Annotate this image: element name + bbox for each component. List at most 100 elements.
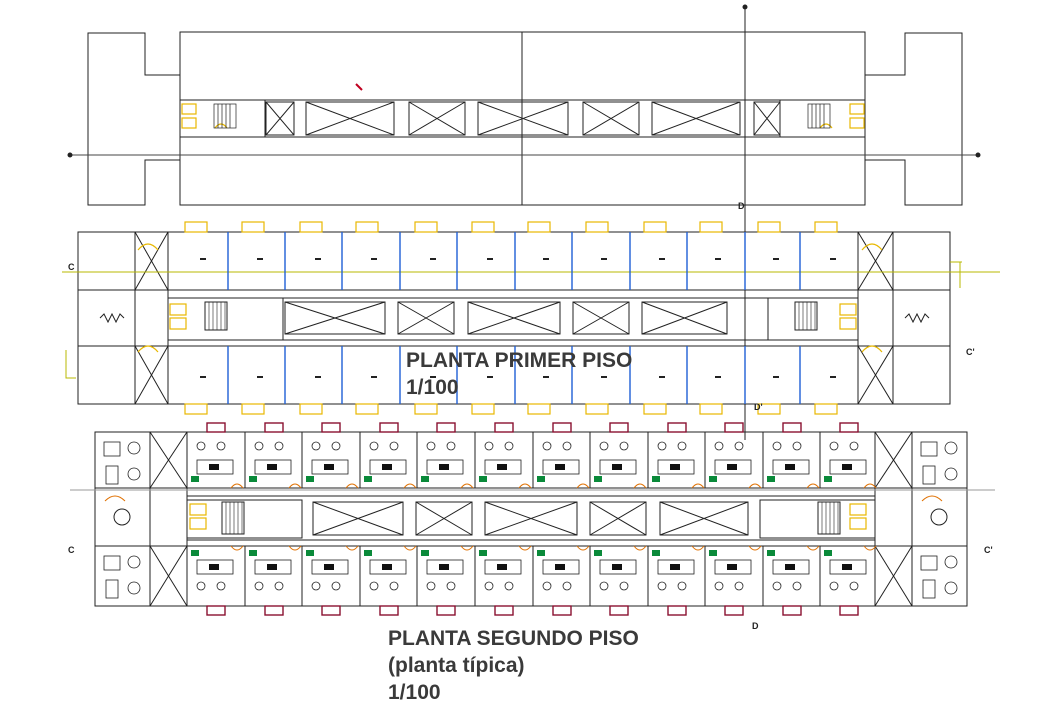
second-floor-skylight-cross	[659, 501, 749, 536]
second-floor-skylight	[484, 501, 578, 536]
second-floor-balcony	[379, 422, 399, 433]
first-floor-door	[757, 221, 781, 233]
second-floor-chair	[792, 441, 802, 451]
roof-skylight-cross	[408, 101, 466, 136]
first-floor-skylight-cross	[641, 301, 728, 335]
first-floor-mark	[315, 376, 321, 378]
first-floor-door	[241, 403, 265, 415]
first-floor-stair-door	[137, 345, 159, 353]
second-floor-door-swing	[806, 545, 820, 551]
first-floor-axis	[62, 261, 1000, 379]
second-floor-bed	[196, 559, 234, 575]
second-floor-end-bed	[922, 579, 936, 599]
second-floor-skylight	[659, 501, 749, 536]
second-floor-balcony	[436, 605, 456, 616]
second-floor-door-swing	[288, 483, 302, 489]
second-floor-bed	[311, 459, 349, 475]
first-floor-door	[814, 403, 838, 415]
second-floor-balcony	[494, 422, 514, 433]
second-floor-chair	[829, 441, 839, 451]
first-floor-spring-right	[904, 312, 930, 324]
first-floor-core-fixture	[839, 317, 857, 330]
roof-skylight	[265, 101, 295, 136]
second-floor-table	[439, 564, 449, 570]
second-floor-fixture	[479, 476, 487, 482]
second-floor-chair	[714, 441, 724, 451]
first-floor-door	[585, 221, 609, 233]
first-floor-mark	[487, 258, 493, 260]
second-floor-table	[555, 464, 565, 470]
second-floor-door-swing	[403, 545, 417, 551]
first-floor-skylight	[641, 301, 728, 335]
second-floor-chair	[446, 441, 456, 451]
first-floor-skylight	[397, 301, 455, 335]
second-floor-chair	[331, 581, 341, 591]
first-floor-door	[471, 403, 495, 415]
second-floor-bed	[484, 559, 522, 575]
second-floor-door-swing	[518, 545, 532, 551]
first-floor-skylight	[572, 301, 630, 335]
second-floor-fixture	[537, 550, 545, 556]
section-mark-d-mid: D'	[754, 402, 763, 412]
first-floor-mark	[200, 376, 206, 378]
second-floor-fixture	[421, 476, 429, 482]
first-floor-skylight-cross	[284, 301, 386, 335]
second-floor-fixture	[652, 550, 660, 556]
first-floor-title: PLANTA PRIMER PISO	[406, 349, 633, 372]
second-floor-table	[382, 464, 392, 470]
first-floor-mark	[257, 258, 263, 260]
second-floor-bed	[196, 459, 234, 475]
second-floor-table	[497, 564, 507, 570]
second-floor-bed	[829, 559, 867, 575]
second-floor-fixture	[364, 550, 372, 556]
second-floor-fixture	[594, 550, 602, 556]
section-mark-c-left-second: C	[68, 545, 75, 555]
roof-skylight-cross	[265, 101, 295, 136]
first-floor-core-fixture	[839, 303, 857, 316]
first-floor-core-fixture	[169, 303, 187, 316]
second-floor-fixture	[767, 476, 775, 482]
roof-plan	[70, 31, 978, 206]
second-floor-balcony	[552, 422, 572, 433]
second-floor-skylight-cross	[484, 501, 578, 536]
second-floor-chair	[484, 581, 494, 591]
first-floor-skylights	[284, 301, 728, 335]
roof-red-mark	[355, 83, 363, 91]
roof-skylight	[305, 101, 395, 136]
second-floor-door-swing	[576, 483, 590, 489]
section-mark-c-left-first: C	[68, 262, 75, 272]
second-floor-fixture	[364, 476, 372, 482]
first-floor-scale: 1/100	[406, 376, 459, 399]
first-floor-door	[814, 221, 838, 233]
second-floor-bed	[772, 459, 810, 475]
second-floor-balcony	[436, 422, 456, 433]
second-floor-table	[209, 564, 219, 570]
first-floor-door	[299, 221, 323, 233]
second-floor-chair	[734, 441, 744, 451]
roof-skylight	[753, 101, 781, 136]
second-floor-balcony	[206, 422, 226, 433]
first-floor-mark	[315, 258, 321, 260]
second-floor-chair	[254, 581, 264, 591]
first-floor-door	[527, 221, 551, 233]
second-floor-chair	[216, 581, 226, 591]
second-floor-chair	[426, 581, 436, 591]
second-floor-table	[555, 564, 565, 570]
second-floor-balcony	[321, 422, 341, 433]
second-floor-fixture	[537, 476, 545, 482]
first-floor-skylight-cross	[397, 301, 455, 335]
second-floor-fixture	[479, 550, 487, 556]
second-floor-door-swing	[748, 545, 762, 551]
second-floor-stair	[221, 501, 245, 535]
first-floor-mark	[601, 258, 607, 260]
second-floor-door-swing	[863, 545, 877, 551]
second-floor-door-swing	[633, 483, 647, 489]
second-floor-table	[209, 464, 219, 470]
second-floor-door-swing	[691, 483, 705, 489]
second-floor-chair	[446, 581, 456, 591]
second-floor-core-fixture	[849, 517, 867, 530]
second-floor-chair	[504, 581, 514, 591]
first-floor-skylight	[467, 301, 561, 335]
second-floor-balcony	[552, 605, 572, 616]
